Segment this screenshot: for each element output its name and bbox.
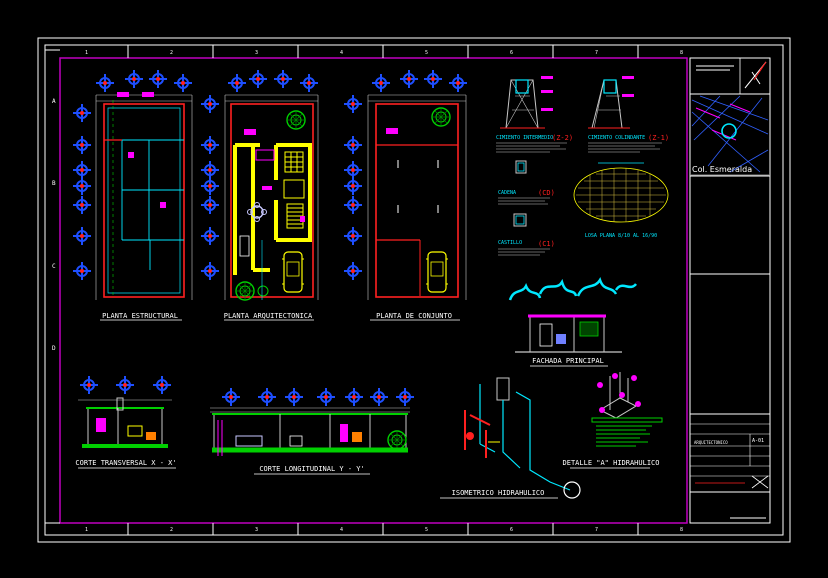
label-castillo: CASTILLO <box>498 240 522 246</box>
grid-ticks <box>45 45 639 535</box>
label-cadena: CADENA <box>498 190 516 196</box>
grid-number: 2 <box>170 527 173 533</box>
view-title-fachada: FACHADA PRINCIPAL <box>532 357 604 365</box>
view-title-corte-longitudinal: CORTE LONGITUDINAL Y - Y' <box>259 465 364 473</box>
grid-number: 6 <box>510 527 513 533</box>
axis-bubbles-top <box>371 69 468 93</box>
grid-letter: B <box>52 180 56 187</box>
label-cimiento-intermedio: CIMIENTO INTERMEDIO <box>496 135 553 141</box>
paper-border <box>59 57 688 524</box>
axis-bubbles-left <box>72 103 92 281</box>
grid-number: 4 <box>340 50 343 56</box>
grid-number: 8 <box>680 50 683 56</box>
planta-conjunto: PLANTA DE CONJUNTO <box>343 69 468 321</box>
view-title-isometrico: ISOMETRICO HIDRAHULICO <box>452 489 545 497</box>
grid-number: 6 <box>510 50 513 56</box>
planta-arquitectonica: PLANTA ARQUITECTONICA <box>200 69 319 321</box>
label-cimiento-colindante: CIMIENTO COLINDANTE <box>588 135 645 141</box>
grid-letter: C <box>52 263 56 270</box>
tag-z2: (Z-2) <box>552 134 573 142</box>
detail-castillo: CASTILLO (C1) <box>498 213 555 256</box>
grid-number: 7 <box>595 50 598 56</box>
inner-frame <box>44 44 784 536</box>
axis-bubbles-left <box>200 94 220 281</box>
detalle-a-hidraulico: DETALLE "A" HIDRAHULICO <box>563 372 663 469</box>
project-name: ARQUITECTONICO <box>694 440 728 445</box>
isometrico-hidraulico: ISOMETRICO HIDRAHULICO <box>440 377 581 499</box>
location-map <box>691 95 769 173</box>
fachada-principal: FACHADA PRINCIPAL <box>508 277 637 367</box>
tag-c1: (C1) <box>538 240 555 248</box>
axis-bubbles-top <box>227 69 319 93</box>
corte-transversal: CORTE TRANSVERSAL X - X' <box>75 375 177 469</box>
grid-number: 3 <box>255 50 258 56</box>
detail-losa: LOSA PLANA 8/10 AL 16/90 <box>573 162 669 239</box>
grid-number: 1 <box>85 527 88 533</box>
grid-letter: A <box>52 98 56 105</box>
grid-number: 1 <box>85 50 88 56</box>
detail-cimiento-intermedio: CIMIENTO INTERMEDIO (Z-2) <box>496 76 573 153</box>
view-title-estructural: PLANTA ESTRUCTURAL <box>102 312 178 320</box>
grid-number: 8 <box>680 527 683 533</box>
planta-estructural: PLANTA ESTRUCTURAL <box>72 69 193 321</box>
grid-number: 2 <box>170 50 173 56</box>
grid-number: 5 <box>425 50 428 56</box>
view-title-detalle: DETALLE "A" HIDRAHULICO <box>563 459 660 467</box>
grid-number: 5 <box>425 527 428 533</box>
entrance-plants <box>235 281 269 301</box>
dining-table <box>247 202 267 222</box>
axis-bubbles-left <box>343 94 363 281</box>
grid-number: 7 <box>595 527 598 533</box>
tag-cd: (CD) <box>538 189 555 197</box>
view-title-corte-transversal: CORTE TRANSVERSAL X - X' <box>75 459 176 467</box>
sheet-id: A-01 <box>752 438 764 444</box>
view-title-conjunto: PLANTA DE CONJUNTO <box>376 312 452 320</box>
north-arrow-icon <box>744 61 767 89</box>
outer-frame <box>37 37 791 543</box>
corte-longitudinal: CORTE LONGITUDINAL Y - Y' <box>210 387 415 475</box>
grid-number: 3 <box>255 527 258 533</box>
detail-cimiento-colindante: CIMIENTO COLINDANTE (Z-1) <box>588 76 669 153</box>
label-losa: LOSA PLANA 8/10 AL 16/90 <box>585 233 657 239</box>
detail-cadena: CADENA (CD) <box>498 160 555 205</box>
grid-number: 4 <box>340 527 343 533</box>
title-block: Col. Esmeralda ARQUITECTONICO A-01 <box>689 57 771 524</box>
axis-bubbles-top <box>95 69 193 93</box>
location-label: Col. Esmeralda <box>692 165 752 174</box>
tag-z1: (Z-1) <box>648 134 669 142</box>
view-title-arquitectonica: PLANTA ARQUITECTONICA <box>224 312 313 320</box>
grid-letter: D <box>52 345 56 352</box>
